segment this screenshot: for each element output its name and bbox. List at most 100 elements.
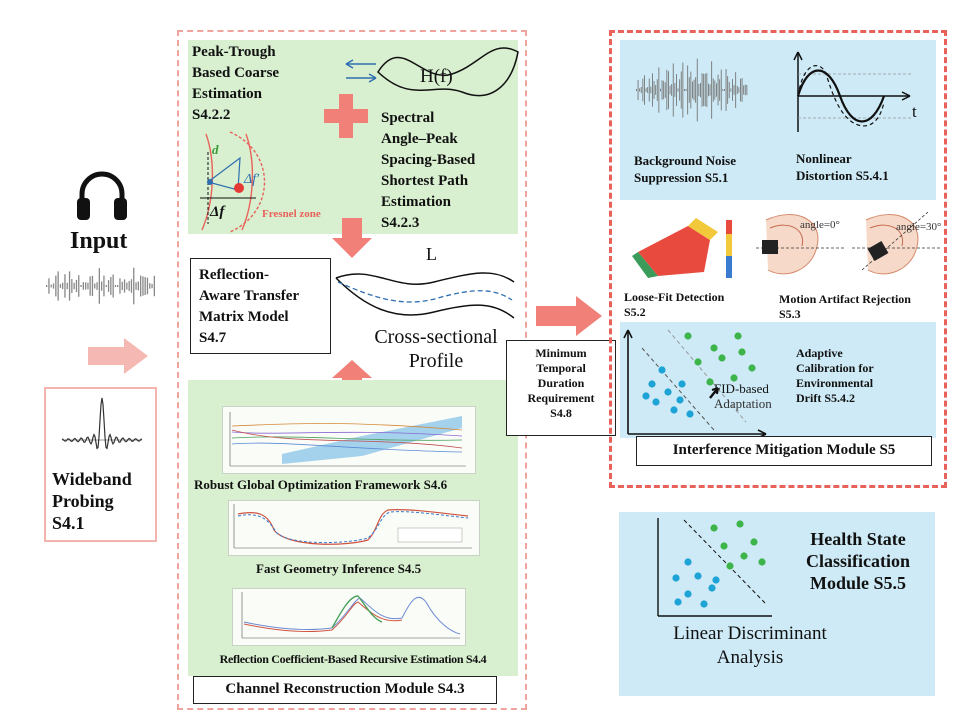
waveform-bar (669, 85, 671, 95)
wideband-line2: Probing (52, 491, 114, 511)
scatter-dot (676, 396, 684, 404)
geometry-chart (228, 500, 480, 556)
waveform-bar (48, 278, 50, 294)
input-waveform (46, 267, 155, 305)
noise-waveform (636, 58, 748, 122)
waveform-bar (64, 274, 66, 298)
interference-module-border (609, 30, 947, 488)
peak-trough-label: Peak-Trough Based Coarse Estimation S4.2… (192, 42, 279, 126)
scatter-dot (694, 358, 702, 366)
waveform-bar (85, 282, 87, 290)
waveform-bar (59, 284, 62, 288)
waveform-bar (652, 73, 653, 107)
lda-label: Linear Discriminant Analysis (640, 622, 860, 670)
spectral-line3: Spacing-Based (381, 152, 476, 168)
waveform-bar (684, 89, 685, 91)
waveform-bar (687, 65, 689, 115)
waveform-bar (89, 276, 91, 296)
waveform-bar (123, 279, 126, 293)
waveform-bar (105, 285, 107, 287)
wideband-line1: Wideband (52, 469, 132, 489)
wideband-line3: S4.1 (52, 513, 85, 533)
fresnel-delta-f-prime-label: Δf′ (244, 172, 260, 187)
waveform-bar (714, 80, 716, 100)
duration-line3: Duration (537, 376, 585, 390)
waveform-bar (73, 282, 75, 290)
waveform-bar (703, 73, 705, 107)
health-line1: Health State (810, 529, 906, 549)
adaptive-line2: Calibration for (796, 361, 874, 375)
fresnel-zone-label: Fresnel zone (262, 208, 321, 220)
waveform-bar (119, 278, 121, 294)
ear-angle0-diagram (756, 214, 844, 275)
waveform-bar (720, 69, 722, 111)
loose-fit-label: Loose-Fit Detection S5.2 (624, 290, 724, 320)
scatter-dot (694, 572, 702, 580)
waveform-bar (55, 275, 57, 297)
waveform-bar (94, 283, 96, 289)
nonlinear-line2: Distortion S5.4.1 (796, 168, 889, 183)
sinc-pulse-icon (61, 397, 143, 450)
waveform-bar (732, 79, 733, 101)
waveform-bar (68, 271, 71, 301)
waveform-bar (144, 277, 146, 295)
waveform-bar (128, 281, 130, 291)
recursive-estimation-label: Reflection Coefficient-Based Recursive E… (219, 652, 487, 666)
plus-icon (324, 94, 368, 138)
channel-module-label: Channel Reconstruction Module S4.3 (193, 676, 497, 704)
waveform-bar (637, 79, 639, 101)
ear-angle30-diagram (852, 211, 942, 275)
profile-line1: Cross-sectional (374, 326, 498, 348)
health-label: Health State Classification Module S5.5 (786, 528, 930, 594)
waveform-bar (137, 281, 139, 291)
waveform-bar (719, 79, 721, 101)
duration-line2: Temporal (536, 361, 586, 375)
waveform-bar (660, 88, 661, 92)
waveform-bar (655, 85, 657, 95)
waveform-bar (661, 80, 663, 100)
waveform-bar (645, 88, 647, 92)
waveform-bar (746, 85, 748, 96)
waveform-bar (46, 285, 48, 287)
waveform-bar (688, 77, 690, 103)
waveform-bar (677, 88, 679, 92)
profile-diagram (335, 272, 515, 319)
reflection-line3: Matrix Model (199, 309, 289, 325)
waveform-bar (733, 85, 735, 95)
duration-line4: Requirement (527, 391, 595, 405)
waveform-bar (121, 281, 123, 291)
waveform-bar (736, 85, 738, 95)
scatter-dot (740, 552, 748, 560)
scatter-dot (748, 364, 756, 372)
waveform-bar (728, 81, 730, 99)
waveform-bar (650, 86, 652, 94)
waveform-bar (149, 283, 151, 289)
waveform-bar (656, 79, 658, 101)
adaptive-calibration-label: Adaptive Calibration for Environmental D… (796, 346, 874, 406)
adaptive-line1: Adaptive (796, 346, 843, 360)
waveform-bar (146, 277, 149, 295)
waveform-bar (666, 69, 668, 110)
loose-fit-line2: S5.2 (624, 305, 646, 319)
waveform-bar (91, 275, 94, 297)
waveform-bar (658, 67, 660, 113)
spectral-label: Spectral Angle–Peak Spacing-Based Shorte… (381, 108, 475, 234)
nonlinear-label: Nonlinear Distortion S5.4.1 (796, 150, 889, 184)
angle0-label: angle=0° (800, 219, 840, 231)
waveform-bar (717, 74, 719, 106)
profile-L-label: L (426, 244, 437, 264)
spectral-line6: S4.2.3 (381, 215, 420, 231)
scatter-dot (684, 558, 692, 566)
waveform-bar (87, 282, 89, 290)
waveform-bar (671, 84, 673, 96)
waveform-bar (151, 283, 153, 289)
scatter-dot (734, 332, 742, 340)
hf-label: H(f) (420, 66, 453, 87)
waveform-bar (672, 63, 674, 117)
spectral-line1: Spectral (381, 110, 435, 126)
waveform-bar (744, 84, 746, 96)
scatter-dot (672, 574, 680, 582)
fid-line2: Adaptation (714, 396, 772, 411)
waveform-bar (135, 282, 137, 290)
spectral-line2: Angle–Peak (381, 131, 458, 147)
